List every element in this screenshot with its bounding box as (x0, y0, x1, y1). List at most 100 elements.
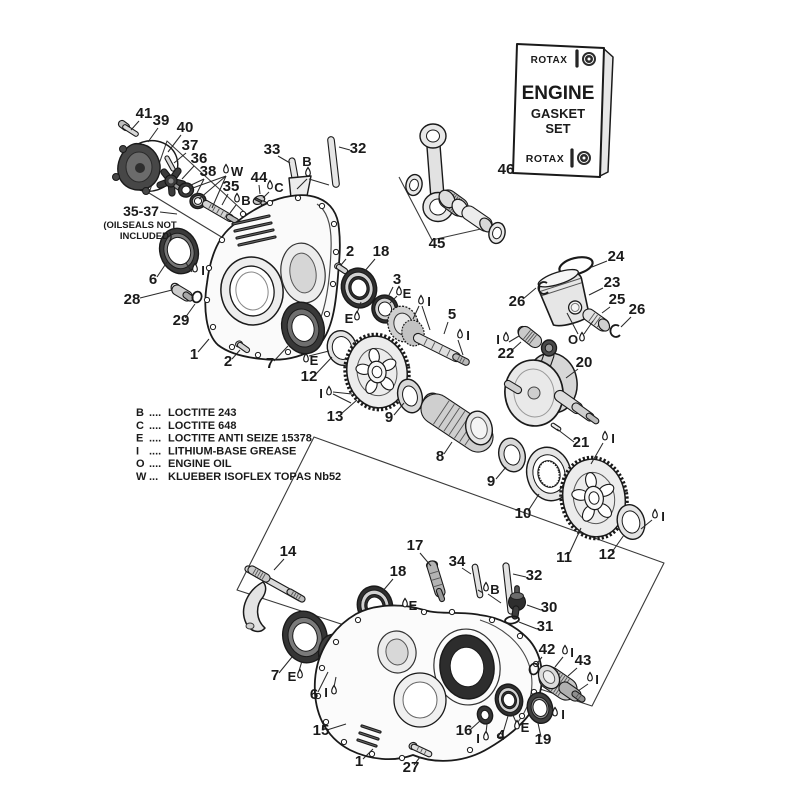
pin-37 (164, 155, 176, 172)
chem-mark-I-14: I (640, 508, 665, 530)
callout-number-34: 34 (449, 553, 466, 570)
chem-mark-B-3: B (296, 154, 330, 190)
piston-pin-25-cap (597, 318, 611, 332)
callout-9: 9 (385, 402, 405, 426)
legend-dots: .... (149, 458, 161, 470)
shift-fork-14-thread (286, 588, 306, 603)
legend-code: C (136, 420, 144, 432)
callout-20: 20 (565, 354, 593, 379)
callout-12: 12 (599, 534, 625, 563)
oil-drop-icon (223, 163, 229, 174)
callout-number-23: 23 (604, 274, 621, 291)
gasket-box-title-line2: GASKET (531, 106, 585, 121)
legend-row-O: O....ENGINE OIL (136, 458, 232, 470)
callout-number-45: 45 (429, 235, 446, 252)
callout-number-2: 2 (224, 353, 232, 370)
callout-9: 9 (487, 466, 507, 490)
legend-name: LOCTITE 243 (168, 407, 236, 419)
callout-6: 6 (310, 671, 329, 703)
callout-number-32: 32 (526, 567, 543, 584)
chem-code-E: E (288, 669, 297, 684)
oil-drop-icon (514, 719, 520, 730)
parts-layer (112, 43, 665, 762)
pin-17 (426, 560, 446, 598)
ring-12-right (616, 504, 646, 540)
gasket-box-brand-bottom: ROTAX (526, 153, 564, 165)
bearing-38a (177, 182, 195, 198)
oil-drop-icon (267, 179, 273, 190)
oilseals-note-line3: INCLUDED) (120, 231, 172, 242)
chem-mark-I-10: I (319, 385, 353, 404)
conrod-small-end (419, 123, 447, 149)
bushing-9b (497, 437, 527, 473)
callout-number-14: 14 (280, 543, 297, 560)
callout-number-6: 6 (149, 271, 157, 288)
callout-37: 37 (173, 137, 199, 164)
legend-code: B (136, 407, 144, 419)
chem-code-I: I (319, 386, 323, 401)
valve-30-collar (510, 592, 524, 600)
legend-dots: .... (149, 407, 161, 419)
chem-code-O: O (568, 332, 578, 347)
callout-number-41: 41 (136, 105, 153, 122)
callout-number-46: 46 (498, 161, 515, 178)
oilseals-note-line1: 35-37 (123, 203, 159, 219)
chem-mark-I-18: I (324, 676, 337, 700)
callout-number-13: 13 (327, 408, 344, 425)
impeller-36-center (168, 178, 174, 184)
callout-42: 42 (535, 641, 555, 666)
callout-number-4: 4 (497, 727, 506, 744)
chem-mark-E-17: E (288, 660, 303, 684)
callout-1: 1 (355, 748, 374, 770)
legend-dots: .... (149, 445, 161, 457)
shift-fork-14-pad (245, 622, 255, 630)
oil-drop-icon (297, 668, 303, 679)
oil-drop-icon (303, 352, 309, 363)
oil-drop-icon (602, 430, 608, 441)
callout-13: 13 (327, 399, 358, 425)
oil-drop-icon (418, 294, 424, 305)
pin-32-top (327, 136, 340, 188)
oil-drop-icon (354, 310, 360, 321)
callout-16: 16 (456, 719, 482, 739)
callout-18: 18 (363, 243, 389, 273)
callout-number-37: 37 (182, 137, 199, 154)
pump-shaft-35-tip (225, 213, 240, 225)
chem-code-B: B (302, 154, 311, 169)
chem-mark-C-2: C (262, 179, 284, 199)
shift-fork-14 (242, 581, 267, 633)
rotax-roundel-top-ring (584, 54, 594, 64)
callout-40: 40 (167, 119, 193, 153)
bushing-9a (396, 378, 424, 414)
case-upper-gasket-line (316, 203, 332, 323)
case-lower-bore (439, 634, 495, 700)
woodruff-key-21 (550, 422, 562, 432)
gasket-box-title-line1: ENGINE (522, 83, 595, 104)
callout-26: 26 (620, 301, 645, 328)
chem-code-E: E (403, 286, 412, 301)
oil-drop-icon (331, 684, 337, 695)
chem-code-I: I (427, 294, 431, 309)
callout-number-38: 38 (200, 163, 217, 180)
callout-38: 38 (188, 163, 217, 196)
callout-number-29: 29 (173, 312, 190, 329)
callout-2: 2 (340, 243, 354, 266)
legend-row-W: W...KLUEBER ISOFLEX TOPAS Nb52 (136, 471, 341, 483)
callout-number-20: 20 (576, 354, 593, 371)
legend-name: LOCTITE ANTI SEIZE 15378 (168, 433, 312, 445)
chem-mark-B-15: B (477, 581, 502, 604)
callout-19: 19 (535, 722, 552, 748)
piston-23 (537, 268, 591, 327)
callout-number-12: 12 (599, 546, 616, 563)
starter-gear-43-tip (571, 690, 586, 703)
callout-7: 7 (266, 345, 289, 372)
callout-number-19: 19 (535, 731, 552, 748)
pin-17-tip (435, 587, 446, 603)
callout-41: 41 (130, 105, 153, 131)
callout-10: 10 (515, 493, 540, 522)
callout-30: 30 (526, 599, 557, 616)
case-lower-rib-1 (360, 724, 382, 734)
chem-code-I: I (324, 685, 328, 700)
